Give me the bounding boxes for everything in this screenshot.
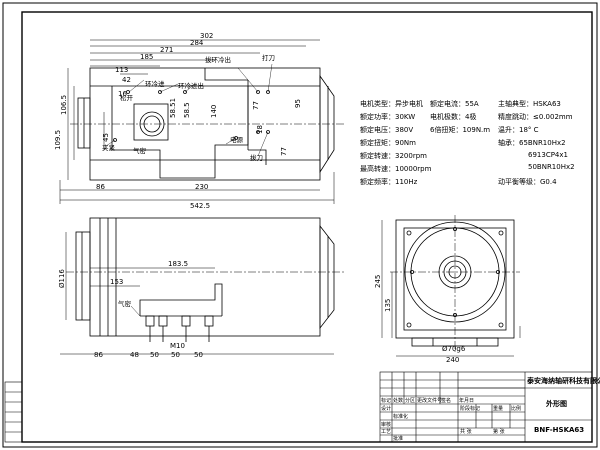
label-cooling-in: 环冷进 — [145, 79, 165, 88]
top-view — [59, 39, 345, 204]
label-power: 电源 — [230, 135, 244, 144]
dim-135: 135 — [384, 299, 392, 312]
spec-c3-1: 精度跳动：≤0.002mm — [498, 112, 573, 121]
label-lock-tool: 拔刀 — [250, 153, 263, 162]
dim-240: 240 — [446, 356, 459, 364]
dim-77a: 77 — [252, 101, 260, 110]
tb-scale: 比例 — [511, 405, 521, 412]
spec-c1-4: 额定转速：3200rpm — [360, 151, 427, 160]
dim-153: 153 — [110, 278, 123, 286]
dim-50b: 50 — [171, 351, 180, 359]
tb-row-4: 签名 — [441, 397, 451, 404]
tb-sheet-no: 第 张 — [493, 428, 505, 435]
dim-42: 42 — [122, 76, 131, 84]
tb-row-1: 处数 — [393, 397, 403, 404]
spec-block: 电机类型：异步电机 额定功率：30KW 额定电压：380V 额定扭矩：90Nm … — [360, 99, 575, 186]
dim-86: 86 — [96, 183, 105, 191]
dim-16: 16 — [118, 90, 127, 98]
tb-row-5: 年月日 — [459, 397, 474, 404]
spec-c3-4: 6913CP4x1 — [528, 151, 568, 159]
tb-stage: 阶段标记 — [460, 405, 480, 412]
tb-role-3: 标准化 — [393, 413, 408, 420]
dim-302: 302 — [200, 32, 213, 40]
dim-86-front: 86 — [94, 351, 103, 359]
tb-role-4: 批准 — [393, 435, 403, 442]
label-clamp: 夹紧 — [102, 143, 116, 152]
dim-77b: 77 — [280, 147, 288, 156]
top-view-text: 302 284 271 185 113 42 16 106.5 109.5 45… — [54, 32, 302, 210]
dim-245: 245 — [374, 275, 382, 288]
end-view — [381, 215, 521, 357]
dim-45: 45 — [102, 133, 110, 142]
dim-50c: 50 — [194, 351, 203, 359]
spec-c1-5: 最高转速：10000rpm — [360, 164, 432, 173]
dim-113: 113 — [115, 66, 128, 74]
spec-c3-3: 轴承：65BNR10Hx2 — [498, 138, 566, 147]
label-gas: 气密 — [118, 299, 132, 308]
spec-c1-1: 额定功率：30KW — [360, 112, 415, 121]
dim-18: 18 — [256, 125, 264, 134]
dim-109-5: 109.5 — [54, 130, 62, 150]
tb-row-2: 分区 — [405, 397, 415, 404]
tb-role-1: 审核 — [381, 421, 391, 428]
dim-48: 48 — [130, 351, 139, 359]
dim-dia-70: Ø70g6 — [442, 345, 466, 353]
dim-185: 185 — [140, 53, 153, 61]
spec-c3-0: 主轴典型：HSKA63 — [498, 99, 561, 108]
tb-role-0: 设计 — [381, 405, 391, 412]
dim-140: 140 — [210, 105, 218, 118]
end-view-text: 245 135 Ø70g6 240 — [374, 275, 466, 364]
dim-230: 230 — [195, 183, 208, 191]
drawing-name: 外形图 — [546, 399, 567, 408]
dim-50a: 50 — [150, 351, 159, 359]
spec-c1-2: 额定电压：380V — [360, 125, 413, 134]
spec-c1-0: 电机类型：异步电机 — [360, 99, 423, 108]
tb-row-3: 更改文件号 — [417, 397, 442, 404]
title-block-text: 泰安海纳轴研科技有限公司 外形图 BNF-HSKA63 标记 处数 分区 更改文… — [381, 376, 600, 442]
tb-sheet-total: 共 张 — [460, 428, 472, 435]
dim-106-5: 106.5 — [60, 95, 68, 115]
company-name: 泰安海纳轴研科技有限公司 — [526, 376, 600, 385]
dim-m10: M10 — [170, 342, 185, 350]
drawing-number: BNF-HSKA63 — [534, 426, 584, 434]
dim-95: 95 — [294, 99, 302, 108]
spec-c2-1: 电机极数：4极 — [430, 112, 476, 121]
spec-c3-5: 50BNR10Hx2 — [528, 163, 575, 171]
tb-role-2: 工艺 — [381, 429, 391, 435]
front-view-text: 183.5 153 86 48 50 50 50 M10 Ø116 气密 — [58, 260, 203, 359]
inner-border — [21, 11, 593, 443]
spec-c1-3: 额定扭矩：90Nm — [360, 138, 416, 147]
tb-row-0: 标记 — [381, 397, 391, 404]
dim-542-5: 542.5 — [190, 202, 210, 210]
dim-183-5: 183.5 — [168, 260, 188, 268]
dim-284: 284 — [190, 39, 204, 47]
label-tool-break-blow: 拔环冷出 — [205, 55, 231, 64]
dim-271: 271 — [160, 46, 173, 54]
spec-c2-2: 6倍扭矩：109N.m — [430, 125, 490, 134]
label-air-blow: 气密 — [133, 146, 147, 155]
dim-58-5: 58.5 — [183, 102, 191, 118]
spec-c1-6: 额定频率：110Hz — [360, 177, 418, 186]
spec-c2-0: 额定电流：55A — [430, 99, 479, 108]
dim-58-51: 58.51 — [169, 98, 177, 118]
label-cooling-out: 环冷进出 — [178, 81, 204, 90]
tb-weight: 重量 — [493, 405, 503, 412]
spec-c3-6: 动平衡等级：G0.4 — [498, 177, 557, 186]
spec-c3-2: 温升：18° C — [498, 125, 539, 134]
front-view — [60, 217, 345, 355]
label-blow-tool: 打刀 — [262, 53, 275, 62]
label-loosen: 松开 — [120, 93, 134, 102]
title-block — [4, 371, 593, 443]
dim-dia-116: Ø116 — [58, 269, 66, 288]
